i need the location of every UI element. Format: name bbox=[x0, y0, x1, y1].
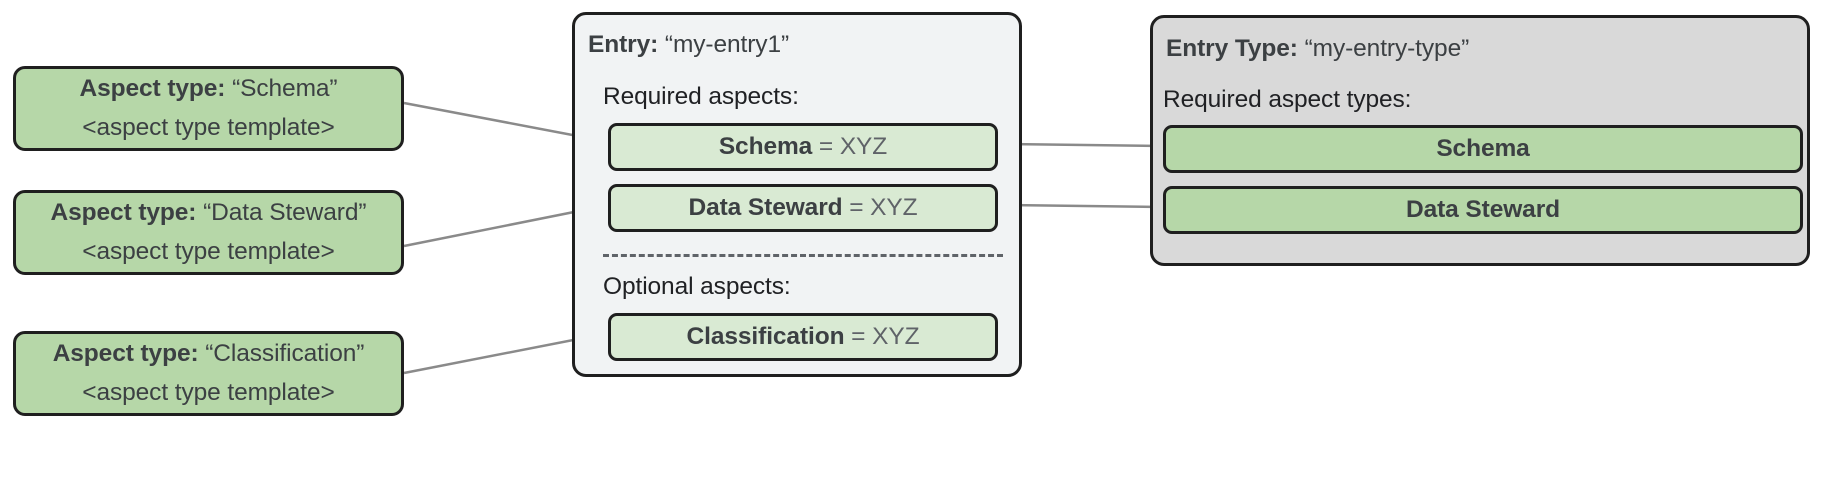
entry-panel-title-name: “my-entry1” bbox=[664, 31, 790, 58]
entry-aspect-value: = XYZ bbox=[818, 133, 888, 160]
entry-type-panel-title-prefix: Entry Type: bbox=[1166, 35, 1298, 62]
connector-schema-to-entry bbox=[403, 101, 605, 143]
entry-panel-title-prefix: Entry: bbox=[588, 31, 659, 58]
aspect-type-card-heading: Aspect type: “Data Steward” bbox=[51, 199, 367, 227]
connector-entry-steward-to-type-steward bbox=[1003, 203, 1162, 209]
aspect-type-card-name: “Schema” bbox=[232, 75, 338, 102]
entry-aspect-schema[interactable]: Schema = XYZ bbox=[608, 123, 998, 171]
connector-classification-to-entry bbox=[403, 332, 605, 375]
entry-type-panel-title-name: “my-entry-type” bbox=[1304, 35, 1470, 62]
entry-aspect-name: Data Steward bbox=[688, 194, 843, 221]
entry-aspect-value: = XYZ bbox=[849, 194, 918, 221]
aspect-type-card-classification[interactable]: Aspect type: “Classification” <aspect ty… bbox=[13, 331, 404, 416]
connector-steward-to-entry bbox=[403, 204, 605, 248]
entry-aspect-classification[interactable]: Classification = XYZ bbox=[608, 313, 998, 361]
entry-optional-aspects-label: Optional aspects: bbox=[603, 273, 791, 300]
aspect-type-card-schema[interactable]: Aspect type: “Schema” <aspect type templ… bbox=[13, 66, 404, 151]
aspect-type-card-template: <aspect type template> bbox=[82, 114, 335, 141]
aspect-type-card-name: “Classification” bbox=[205, 340, 365, 367]
aspect-type-card-heading: Aspect type: “Classification” bbox=[53, 340, 365, 368]
entry-panel-divider bbox=[603, 254, 1003, 257]
aspect-type-card-template: <aspect type template> bbox=[82, 238, 335, 265]
aspect-type-card-data-steward[interactable]: Aspect type: “Data Steward” <aspect type… bbox=[13, 190, 404, 275]
aspect-type-card-template: <aspect type template> bbox=[82, 379, 335, 406]
entry-panel[interactable]: Entry: “my-entry1” Required aspects: Sch… bbox=[572, 12, 1022, 377]
entry-type-panel[interactable]: Entry Type: “my-entry-type” Required asp… bbox=[1150, 15, 1810, 266]
entry-type-panel-title: Entry Type: “my-entry-type” bbox=[1166, 35, 1469, 63]
aspect-type-card-name: “Data Steward” bbox=[203, 199, 367, 226]
entry-type-aspect-data-steward[interactable]: Data Steward bbox=[1163, 186, 1803, 234]
entry-aspect-name: Schema bbox=[718, 133, 813, 160]
entry-type-aspect-schema[interactable]: Schema bbox=[1163, 125, 1803, 173]
aspect-type-card-prefix: Aspect type: bbox=[79, 75, 226, 102]
entry-aspect-value: = XYZ bbox=[851, 323, 920, 350]
entry-required-aspects-label: Required aspects: bbox=[603, 83, 799, 110]
entry-aspect-name: Classification bbox=[686, 323, 845, 350]
aspect-type-card-heading: Aspect type: “Schema” bbox=[80, 75, 338, 103]
entry-type-required-label: Required aspect types: bbox=[1163, 86, 1412, 113]
aspect-type-card-prefix: Aspect type: bbox=[52, 340, 199, 367]
connector-entry-schema-to-type-schema bbox=[1003, 142, 1162, 148]
aspect-type-card-prefix: Aspect type: bbox=[50, 199, 197, 226]
entry-aspect-data-steward[interactable]: Data Steward = XYZ bbox=[608, 184, 998, 232]
entry-panel-title: Entry: “my-entry1” bbox=[588, 31, 789, 59]
